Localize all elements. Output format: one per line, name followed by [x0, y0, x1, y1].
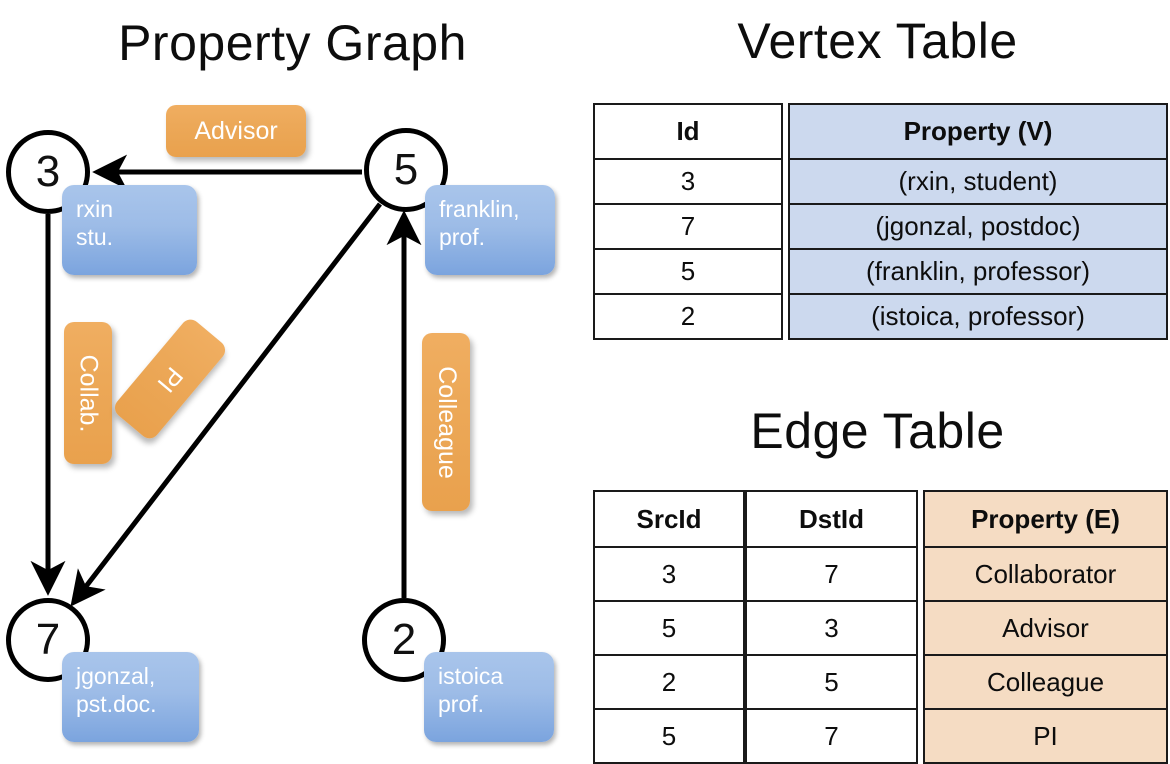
- page-title-edge-table: Edge Table: [750, 403, 1005, 459]
- graph-node-2[interactable]: 2: [362, 598, 446, 682]
- vertex-property-chip-franklin[interactable]: franklin, prof.: [425, 185, 555, 275]
- table-row[interactable]: Colleague: [923, 654, 1168, 710]
- table-row[interactable]: PI: [923, 708, 1168, 764]
- graph-node-3-label: 3: [35, 147, 61, 196]
- table-row[interactable]: 3: [593, 546, 745, 602]
- vertex-cell-id: 3: [593, 158, 783, 205]
- table-row[interactable]: 3: [593, 158, 783, 205]
- table-row[interactable]: 7: [745, 708, 918, 764]
- edge-label-advisor-text: Advisor: [194, 116, 278, 145]
- graph-node-2-label: 2: [391, 615, 417, 664]
- vertex-cell-property: (franklin, professor): [788, 248, 1168, 295]
- edge-label-chip-advisor[interactable]: Advisor: [166, 105, 306, 157]
- table-row[interactable]: 7: [745, 546, 918, 602]
- vertex-cell-id: 7: [593, 203, 783, 250]
- table-row[interactable]: Collaborator: [923, 546, 1168, 602]
- table-header-row: SrcId: [593, 490, 745, 548]
- vertex-property-chip-jgonzal[interactable]: jgonzal, pst.doc.: [62, 652, 199, 742]
- edge-cell-srcid: 5: [593, 600, 745, 656]
- edge-cell-property: PI: [923, 708, 1168, 764]
- vertex-cell-property: (istoica, professor): [788, 293, 1168, 340]
- vertex-cell-id: 5: [593, 248, 783, 295]
- edge-table-srcid-column: SrcId 3 5 2 5: [593, 490, 745, 764]
- vertex-cell-property: (jgonzal, postdoc): [788, 203, 1168, 250]
- edge-label-collab-text: Collab.: [74, 354, 103, 432]
- vertex-header-id: Id: [593, 103, 783, 160]
- chip-franklin-line1: franklin,: [439, 196, 520, 222]
- table-row[interactable]: 5: [745, 654, 918, 710]
- vertex-property-chip-istoica[interactable]: istoica prof.: [424, 652, 554, 742]
- table-header-row: Property (V): [788, 103, 1168, 160]
- vertex-cell-id: 2: [593, 293, 783, 340]
- table-header-row: Property (E): [923, 490, 1168, 548]
- edge-label-chip-colleague[interactable]: Colleague: [422, 333, 470, 511]
- table-row[interactable]: (jgonzal, postdoc): [788, 203, 1168, 250]
- chip-istoica-line1: istoica: [438, 663, 504, 689]
- edge-cell-property: Colleague: [923, 654, 1168, 710]
- chip-jgonzal-line2: pst.doc.: [76, 691, 157, 718]
- table-row[interactable]: Advisor: [923, 600, 1168, 656]
- vertex-property-chip-rxin[interactable]: rxin stu.: [62, 185, 197, 275]
- table-row[interactable]: 5: [593, 248, 783, 295]
- edge-cell-dstid: 7: [745, 708, 918, 764]
- table-row[interactable]: 5: [593, 600, 745, 656]
- table-row[interactable]: 2: [593, 293, 783, 340]
- edge-label-colleague-text: Colleague: [432, 365, 461, 479]
- edge-5-to-7-pi: [70, 202, 382, 607]
- vertex-header-property: Property (V): [788, 103, 1168, 160]
- edge-cell-property: Advisor: [923, 600, 1168, 656]
- chip-rxin-line1: rxin: [76, 196, 114, 222]
- edge-cell-dstid: 5: [745, 654, 918, 710]
- table-header-row: DstId: [745, 490, 918, 548]
- edge-cell-property: Collaborator: [923, 546, 1168, 602]
- edge-table-property-column: Property (E) Collaborator Advisor Collea…: [923, 490, 1168, 764]
- edge-header-srcid: SrcId: [593, 490, 745, 548]
- table-row[interactable]: (rxin, student): [788, 158, 1168, 205]
- graph-node-7-label: 7: [35, 615, 61, 664]
- table-row[interactable]: (istoica, professor): [788, 293, 1168, 340]
- edge-header-dstid: DstId: [745, 490, 918, 548]
- table-row[interactable]: 5: [593, 708, 745, 764]
- edge-cell-dstid: 7: [745, 546, 918, 602]
- edge-label-pi-text: PI: [152, 361, 189, 398]
- table-header-row: Id: [593, 103, 783, 160]
- edge-header-property: Property (E): [923, 490, 1168, 548]
- chip-jgonzal-line1: jgonzal,: [76, 663, 156, 689]
- page-title-vertex-table: Vertex Table: [737, 13, 1018, 69]
- property-graph-panel: Property Graph 3 5 7 2 rxin stu. frankli…: [0, 0, 585, 760]
- chip-istoica-line2: prof.: [438, 691, 485, 718]
- vertex-table-property-column: Property (V) (rxin, student) (jgonzal, p…: [788, 103, 1168, 340]
- edge-cell-dstid: 3: [745, 600, 918, 656]
- chip-franklin-line2: prof.: [439, 224, 486, 251]
- edge-cell-srcid: 3: [593, 546, 745, 602]
- edge-cell-srcid: 5: [593, 708, 745, 764]
- table-row[interactable]: 3: [745, 600, 918, 656]
- graph-edges-layer: [30, 154, 422, 607]
- table-row[interactable]: (franklin, professor): [788, 248, 1168, 295]
- edge-cell-srcid: 2: [593, 654, 745, 710]
- edge-table-dstid-column: DstId 7 3 5 7: [745, 490, 918, 764]
- table-row[interactable]: 2: [593, 654, 745, 710]
- edge-label-chip-collab[interactable]: Collab.: [64, 322, 112, 464]
- vertex-table-id-column: Id 3 7 5 2: [593, 103, 783, 340]
- graph-node-5-label: 5: [393, 145, 419, 194]
- vertex-cell-property: (rxin, student): [788, 158, 1168, 205]
- chip-rxin-line2: stu.: [76, 224, 114, 251]
- table-row[interactable]: 7: [593, 203, 783, 250]
- page-title-property-graph: Property Graph: [118, 15, 467, 71]
- graph-node-5[interactable]: 5: [364, 128, 448, 212]
